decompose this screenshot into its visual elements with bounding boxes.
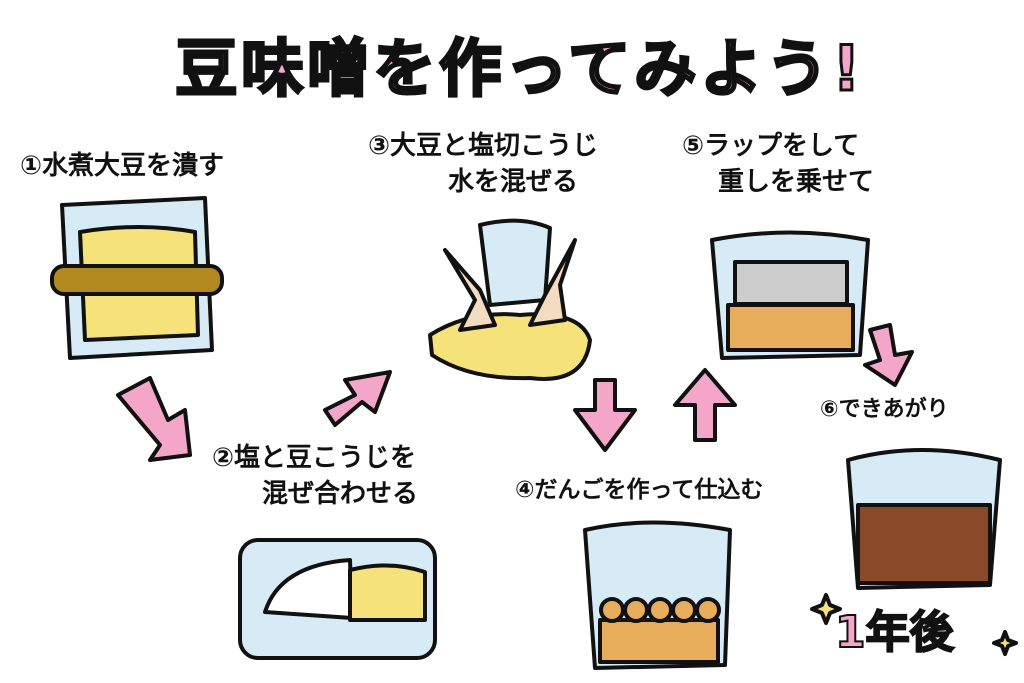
kneading-illustration xyxy=(428,218,592,381)
rolling-pin-icon xyxy=(50,264,224,296)
arrow-down-right-icon xyxy=(863,323,914,387)
step-6-label: ⑥できあがり xyxy=(820,397,949,422)
weight-icon xyxy=(733,260,849,306)
soybean-bag-illustration xyxy=(50,196,224,360)
step-5-label: ⑤ラップをして 重しを乗せて xyxy=(682,128,874,200)
one-year-later-label: 1年後 xyxy=(834,606,955,659)
step-3-line2: 水を混ぜる xyxy=(448,167,579,197)
step-3-line1: ③大豆と塩切こうじ xyxy=(368,131,599,161)
step-1-label: ①水煮大豆を潰す xyxy=(20,151,225,181)
sparkle-icon xyxy=(810,593,842,625)
jar-with-dango-illustration xyxy=(583,520,732,670)
arrow-up-icon xyxy=(673,368,737,442)
arrow-down-icon xyxy=(573,378,637,452)
step-2-line2: 混ぜ合わせる xyxy=(262,479,419,509)
step-2-label: ②塩と豆こうじを 混ぜ合わせる xyxy=(212,440,418,512)
step-2-line1: ②塩と豆こうじを xyxy=(212,443,417,473)
step-5-line1: ⑤ラップをして xyxy=(682,131,860,161)
sparkle-icon xyxy=(992,630,1018,656)
step-4-label: ④だんごを作って仕込む xyxy=(515,477,764,503)
page-title: 豆味噌を作ってみよう! xyxy=(174,31,865,107)
step-3-label: ③大豆と塩切こうじ 水を混ぜる xyxy=(368,128,598,200)
step-5-line2: 重しを乗せて xyxy=(718,167,875,197)
finished-miso-illustration xyxy=(810,448,1018,656)
mixing-container-illustration xyxy=(238,538,437,660)
arrow-up-right-icon xyxy=(323,370,392,427)
arrow-down-right-icon xyxy=(116,376,192,462)
weighted-jar-illustration xyxy=(710,230,870,360)
